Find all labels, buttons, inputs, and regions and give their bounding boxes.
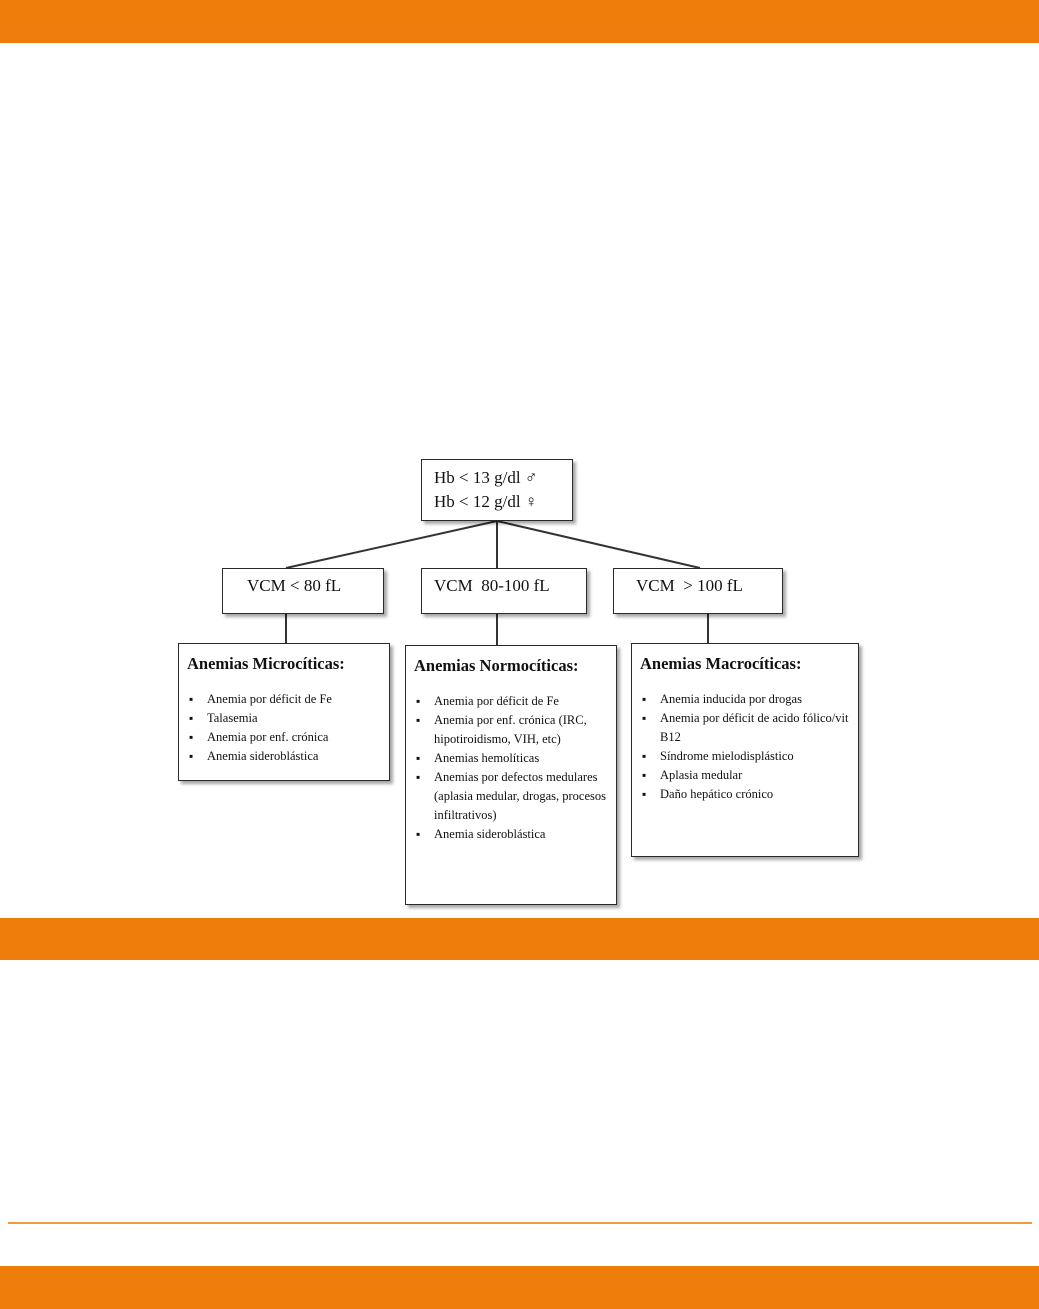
category-title: Anemias Macrocíticas: xyxy=(640,654,802,673)
list-item: Anemias hemolíticas xyxy=(414,749,610,768)
category-list: Anemia inducida por drogas Anemia por dé… xyxy=(640,690,852,804)
vcm-box-low: VCM < 80 fL xyxy=(222,568,384,614)
category-list: Anemia por déficit de Fe Talasemia Anemi… xyxy=(187,690,383,766)
divider-rule xyxy=(8,1222,1032,1224)
category-list: Anemia por déficit de Fe Anemia por enf.… xyxy=(414,692,610,844)
list-item: Anemia sideroblástica xyxy=(187,747,383,766)
normocytic-anemias-box: Anemias Normocíticas: Anemia por déficit… xyxy=(405,645,617,905)
middle-orange-bar xyxy=(0,918,1039,960)
list-item: Anemia inducida por drogas xyxy=(640,690,852,709)
list-item: Anemia por enf. crónica (IRC, hipotiroid… xyxy=(414,711,610,749)
vcm-box-high: VCM > 100 fL xyxy=(613,568,783,614)
list-item: Anemia por enf. crónica xyxy=(187,728,383,747)
microcytic-anemias-box: Anemias Microcíticas: Anemia por déficit… xyxy=(178,643,390,781)
category-title: Anemias Microcíticas: xyxy=(187,654,345,673)
list-item: Aplasia medular xyxy=(640,766,852,785)
top-orange-bar xyxy=(0,0,1039,43)
hb-threshold-box: Hb < 13 g/dl ♂ Hb < 12 g/dl ♀ xyxy=(421,459,573,521)
hb-male-threshold: Hb < 13 g/dl ♂ xyxy=(434,468,538,487)
macrocytic-anemias-box: Anemias Macrocíticas: Anemia inducida po… xyxy=(631,643,859,857)
list-item: Anemia sideroblástica xyxy=(414,825,610,844)
list-item: Anemia por déficit de Fe xyxy=(414,692,610,711)
list-item: Anemia por déficit de acido fólico/vit B… xyxy=(640,709,852,747)
list-item: Anemia por déficit de Fe xyxy=(187,690,383,709)
bottom-orange-bar xyxy=(0,1266,1039,1309)
list-item: Talasemia xyxy=(187,709,383,728)
vcm-box-normal: VCM 80-100 fL xyxy=(421,568,587,614)
list-item: Síndrome mielodisplástico xyxy=(640,747,852,766)
connector-root-to-vcm-3 xyxy=(496,520,701,569)
connector-root-to-vcm-1 xyxy=(285,520,498,569)
list-item: Daño hepático crónico xyxy=(640,785,852,804)
category-title: Anemias Normocíticas: xyxy=(414,656,579,675)
hb-female-threshold: Hb < 12 g/dl ♀ xyxy=(434,492,538,511)
list-item: Anemias por defectos medulares (aplasia … xyxy=(414,768,610,825)
